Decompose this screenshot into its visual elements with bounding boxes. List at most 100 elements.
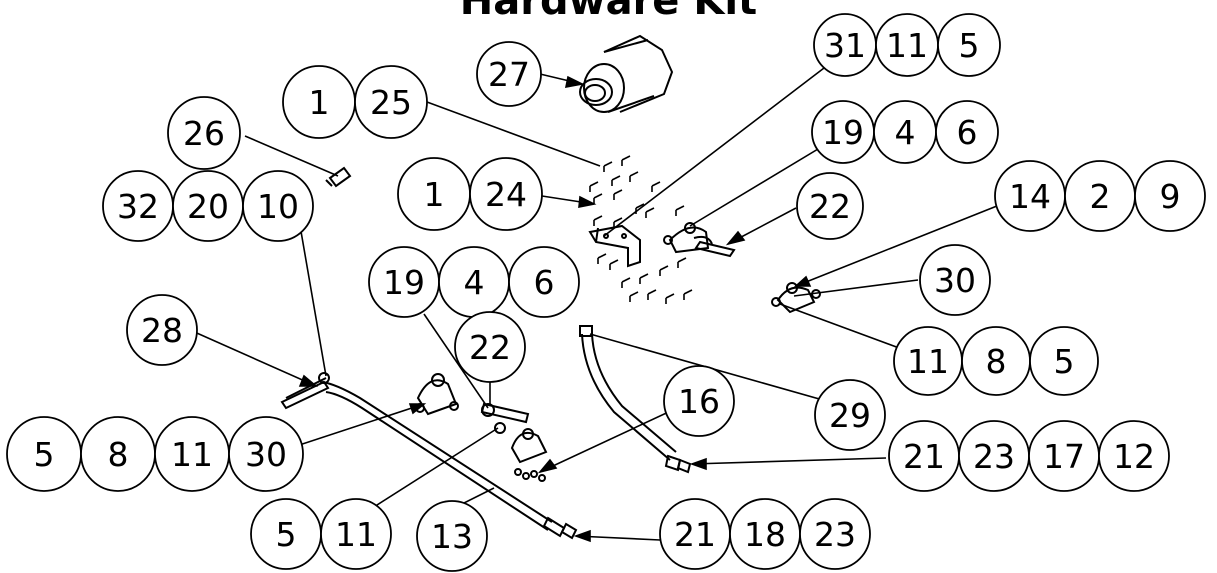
callout-number: 14: [1009, 177, 1051, 216]
callout-balloon: [1098, 420, 1170, 492]
callout-group-g-21-18-23: 21 18 23: [659, 498, 871, 570]
diagram-title: Hardware Kit: [459, 0, 758, 24]
callout-group-g-27: 27: [476, 41, 542, 107]
callout-number: 11: [335, 515, 377, 554]
callout-group-g-5-8-11-30: 5 8 11 30: [6, 416, 304, 492]
callout-number: 17: [1043, 437, 1085, 476]
callout-group-g-22-b: 22: [454, 311, 526, 383]
callout-group-g-26: 26: [167, 96, 241, 170]
callout-group-g-28: 28: [126, 294, 198, 366]
callout-balloon: [935, 100, 999, 164]
callout-number: 6: [534, 263, 555, 302]
bolt-cluster-lower: [597, 253, 693, 304]
callout-group-g-14-2-9: 14 2 9: [994, 160, 1206, 232]
part-27-adapter: [579, 34, 674, 113]
callout-number: 5: [276, 515, 297, 554]
callout-number: 28: [141, 311, 183, 350]
mount-right: [771, 282, 821, 314]
callout-balloon: [242, 170, 314, 242]
mount-left: [415, 373, 459, 416]
callout-number: 29: [829, 396, 871, 435]
callout-balloon: [814, 379, 886, 451]
callout-number: 19: [383, 263, 425, 302]
callout-number: 8: [108, 435, 129, 474]
callout-group-g-13: 13: [416, 500, 488, 572]
callout-group-g-11-8-5: 11 8 5: [893, 326, 1099, 396]
callout-balloon: [167, 96, 241, 170]
callout-number: 30: [934, 261, 976, 300]
callout-balloon: [919, 244, 991, 316]
callout-number: 10: [257, 187, 299, 226]
callout-balloon: [454, 311, 526, 383]
callout-number: 13: [431, 517, 473, 556]
callout-balloon: [799, 498, 871, 570]
callout-number: 18: [744, 515, 786, 554]
callout-number: 23: [973, 437, 1015, 476]
part-13-long-pipe: [321, 381, 578, 540]
callout-group-g-5-11: 5 11: [250, 498, 392, 570]
callout-balloon: [663, 365, 735, 437]
callout-group-g-1-24: 1 24: [397, 157, 543, 231]
callout-balloon: [796, 172, 864, 240]
callout-group-g-31-11-5: 31 11 5: [813, 13, 1001, 77]
callout-number: 11: [171, 435, 213, 474]
callout-number: 4: [895, 113, 916, 152]
callout-number: 19: [822, 113, 864, 152]
callout-balloon: [1029, 326, 1099, 396]
callout-number: 5: [1054, 342, 1075, 381]
callout-balloon: [126, 294, 198, 366]
callout-number: 20: [187, 187, 229, 226]
callout-number: 22: [469, 328, 511, 367]
callout-number: 11: [907, 342, 949, 381]
callout-number: 4: [464, 263, 485, 302]
callout-number: 9: [1160, 177, 1181, 216]
callout-number: 25: [370, 83, 412, 122]
callout-group-g-16: 16: [663, 365, 735, 437]
callout-balloon: [354, 65, 428, 139]
callout-balloon: [476, 41, 542, 107]
callout-balloon: [416, 500, 488, 572]
callout-number: 1: [309, 83, 330, 122]
callout-number: 2: [1090, 177, 1111, 216]
callout-group-g-21-23-17-12: 21 23 17 12: [888, 420, 1170, 492]
part-29-bent-pipe: [579, 325, 692, 474]
callout-number: 11: [886, 26, 928, 65]
callout-balloon: [1134, 160, 1206, 232]
callout-number: 5: [959, 26, 980, 65]
callout-number: 1: [424, 175, 445, 214]
callout-number: 27: [488, 55, 530, 94]
callout-number: 32: [117, 187, 159, 226]
callout-number: 16: [678, 382, 720, 421]
callout-number: 23: [814, 515, 856, 554]
callout-group-g-32-20-10: 32 20 10: [102, 170, 314, 242]
callout-balloon: [320, 498, 392, 570]
bolt-cluster-upper: [589, 155, 685, 228]
callout-number: 12: [1113, 437, 1155, 476]
callout-number: 30: [245, 435, 287, 474]
callout-number: 24: [485, 175, 527, 214]
callout-number: 21: [674, 515, 716, 554]
callout-number: 22: [809, 187, 851, 226]
callout-balloon: [937, 13, 1001, 77]
callout-balloon: [228, 416, 304, 492]
callout-number: 5: [34, 435, 55, 474]
callout-balloon: [508, 246, 580, 318]
callout-group-g-22-a: 22: [796, 172, 864, 240]
callout-group-g-29: 29: [814, 379, 886, 451]
callout-balloon: [469, 157, 543, 231]
callout-group-g-30: 30: [919, 244, 991, 316]
mount-upper-right: [663, 222, 736, 258]
callout-number: 26: [183, 114, 225, 153]
callout-number: 31: [824, 26, 866, 65]
callout-number: 6: [957, 113, 978, 152]
callout-number: 8: [986, 342, 1007, 381]
mount-center: [480, 402, 548, 482]
callout-group-g-1-25: 1 25: [282, 65, 428, 139]
callout-number: 21: [903, 437, 945, 476]
part-26-fitting: [325, 166, 352, 188]
